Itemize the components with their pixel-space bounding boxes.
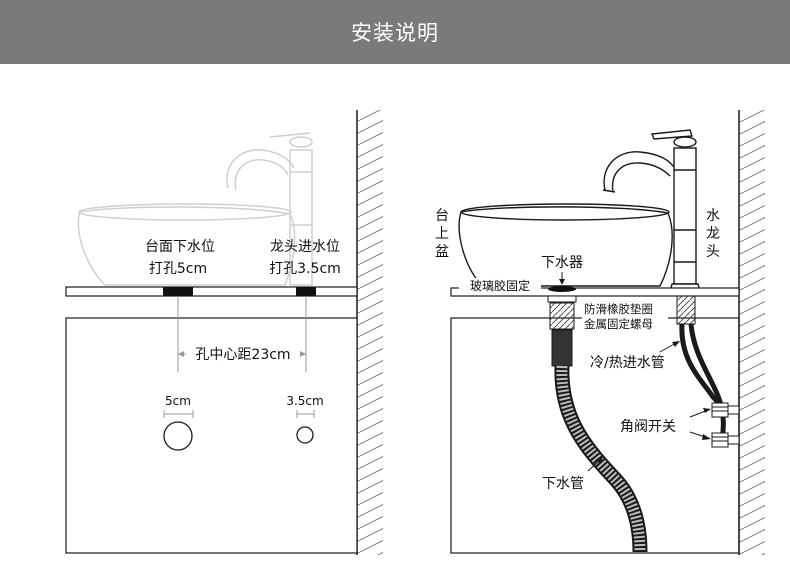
- right-panel: 台 上 盆 水 龙 头 下水器 玻璃胶固定 防滑橡胶垫圈 金属固定螺母 冷/热进…: [435, 110, 765, 555]
- metal-nut-label: 金属固定螺母: [584, 317, 653, 331]
- left-faucet-hole: [296, 287, 316, 296]
- faucet-label: 水 龙 头: [706, 208, 720, 260]
- right-countertop: [450, 287, 740, 297]
- svg-text:头: 头: [706, 244, 720, 260]
- basin: [458, 203, 673, 287]
- drain-hole-title: 台面下水位: [145, 239, 215, 255]
- ghost-faucet: [226, 132, 313, 286]
- angle-valve-label: 角阀开关: [620, 419, 676, 435]
- faucet-circle-label: 3.5cm: [286, 394, 323, 408]
- inlet-hoses-label: 冷/热进水管: [590, 355, 665, 371]
- faucet-hole-title: 龙头进水位: [270, 239, 340, 255]
- faucet-mount: [676, 295, 696, 325]
- left-panel: 孔中心距23cm 台面下水位 打孔5cm 龙头进水位 打孔3.5cm 5cm 3…: [65, 110, 383, 555]
- svg-text:盆: 盆: [435, 244, 449, 260]
- drain-fitting-label: 下水器: [541, 255, 583, 271]
- center-distance-label: 孔中心距23cm: [195, 347, 290, 363]
- left-drain-hole: [163, 287, 193, 296]
- svg-text:龙: 龙: [706, 226, 720, 242]
- svg-text:上: 上: [435, 226, 449, 242]
- inlet-hose-hot: [688, 323, 726, 439]
- basin-label: 台 上 盆: [435, 208, 449, 260]
- drain-hole-circle: [163, 421, 193, 451]
- left-wall-hatching: [357, 110, 383, 555]
- glass-glue-label: 玻璃胶固定: [470, 278, 530, 293]
- svg-text:台: 台: [435, 208, 449, 224]
- drain-circle-label: 5cm: [165, 394, 191, 408]
- gasket-label: 防滑橡胶垫圈: [584, 302, 653, 316]
- drain-fitting: [547, 286, 577, 367]
- drain-hole-size: 打孔5cm: [149, 260, 207, 277]
- svg-text:水: 水: [706, 208, 720, 224]
- ghost-basin: [77, 203, 296, 286]
- glass-glue-bg: [459, 278, 541, 294]
- right-wall-hatching: [739, 110, 765, 555]
- page-title: 安装说明: [351, 21, 439, 45]
- angle-valve-upper: [711, 402, 740, 418]
- header-banner: 安装说明: [0, 0, 790, 64]
- left-countertop: [65, 286, 358, 297]
- angle-valve-lower: [711, 432, 740, 448]
- faucet-hole-circle: [296, 426, 314, 444]
- drain-pipe-label: 下水管: [542, 476, 584, 492]
- faucet-hole-size: 打孔3.5cm: [269, 260, 341, 277]
